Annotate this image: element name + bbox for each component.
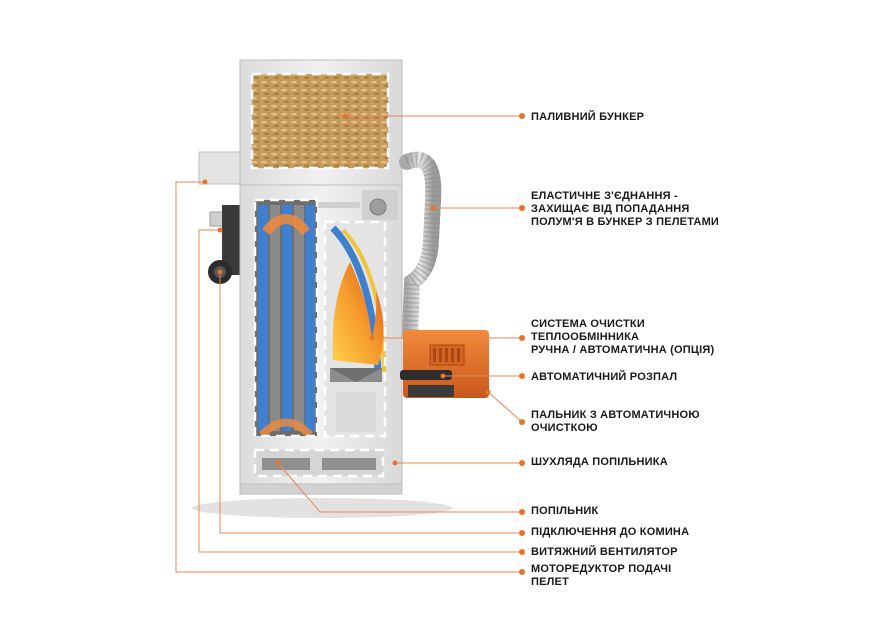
leader-start-dot-flexible-connection: [430, 205, 436, 211]
label-chimney-connection: ПІДКЛЮЧЕННЯ ДО КОМИНА: [531, 526, 689, 539]
boiler-base: [239, 483, 403, 495]
leader-start-dot-auto-ignition: [440, 373, 446, 379]
label-line: ШУХЛЯДА ПОПІЛЬНИКА: [531, 456, 668, 468]
leader-end-dot-flexible-connection: [519, 205, 525, 211]
label-auto-ignition: АВТОМАТИЧНИЙ РОЗПАЛ: [531, 371, 677, 384]
cleaning-motor-icon: [369, 198, 387, 216]
leader-start-dot-exhaust-fan: [217, 227, 223, 233]
leader-end-dot-ash-pan: [519, 509, 525, 515]
leader-end-dot-fuel-hopper: [519, 113, 525, 119]
leader-line-chimney-connection: [219, 272, 522, 534]
floor-shadow: [192, 498, 452, 518]
label-exhaust-fan: ВИТЯЖНИЙ ВЕНТИЛЯТОР: [531, 546, 678, 559]
label-line: МОТОРЕДУКТОР ПОДАЧІ: [531, 563, 672, 575]
leader-end-dot-feed-gearmotor: [519, 569, 525, 575]
leader-line-exhaust-fan: [198, 229, 522, 553]
leader-start-dot-cleaning-system: [369, 335, 375, 341]
leader-end-dot-chimney-connection: [519, 530, 525, 536]
label-line: СИСТЕМА ОЧИСТКИ: [531, 318, 645, 330]
leader-end-dot-burner: [519, 419, 525, 425]
label-line: ТЕПЛООБМІННИКА: [531, 331, 640, 343]
leader-start-dot-chimney-connection: [217, 269, 223, 275]
label-line: ОЧИСТКОЮ: [531, 422, 598, 434]
leader-end-dot-cleaning-system: [519, 335, 525, 341]
leader-line-burner: [487, 391, 523, 423]
label-line: ПАЛЬНИК З АВТОМАТИЧНОЮ: [531, 409, 700, 421]
label-line: ПОЛУМ'Я В БУНКЕР З ПЕЛЕТАМИ: [531, 216, 720, 228]
label-line: ПІДКЛЮЧЕННЯ ДО КОМИНА: [531, 526, 690, 538]
leader-end-dot-ash-drawer: [519, 460, 525, 466]
label-line: ПАЛИВНИЙ БУНКЕР: [531, 111, 645, 123]
leader-start-dot-fuel-hopper: [342, 113, 348, 119]
label-line: ЕЛАСТИЧНЕ З'ЄДНАННЯ -: [531, 190, 678, 202]
leader-start-dot-feed-gearmotor: [202, 179, 208, 185]
leader-start-dot-burner: [485, 389, 491, 395]
control-panel: [222, 205, 240, 275]
leader-line-ash-pan: [277, 462, 522, 513]
label-flexible-connection: ЕЛАСТИЧНЕ З'ЄДНАННЯ -ЗАХИЩАЄ ВІД ПОПАДАН…: [531, 190, 719, 229]
leader-line-feed-gearmotor: [175, 181, 522, 573]
ignition-element: [400, 370, 452, 380]
leader-end-dot-auto-ignition: [519, 373, 525, 379]
label-line: ВИТЯЖНИЙ ВЕНТИЛЯТОР: [531, 546, 678, 558]
flexible-hose: [399, 151, 442, 343]
label-ash-drawer: ШУХЛЯДА ПОПІЛЬНИКА: [531, 456, 668, 469]
label-line: ПЕЛЕТ: [531, 576, 570, 588]
leader-start-dot-ash-pan: [275, 460, 281, 466]
leader-start-dot-ash-drawer: [392, 460, 398, 466]
label-fuel-hopper: ПАЛИВНИЙ БУНКЕР: [531, 111, 644, 124]
leader-end-dot-exhaust-fan: [519, 549, 525, 555]
label-line: РУЧНА / АВТОМАТИЧНА (ОПЦІЯ): [531, 344, 715, 356]
side-fan-housing: [198, 151, 242, 185]
pellet-fill: [252, 74, 388, 168]
label-line: АВТОМАТИЧНИЙ РОЗПАЛ: [531, 371, 678, 383]
leader-lines: [175, 113, 525, 575]
label-ash-pan: ПОПІЛЬНИК: [531, 505, 598, 518]
label-line: ЗАХИЩАЄ ВІД ПОПАДАННЯ: [531, 203, 690, 215]
label-line: ПОПІЛЬНИК: [531, 505, 599, 517]
